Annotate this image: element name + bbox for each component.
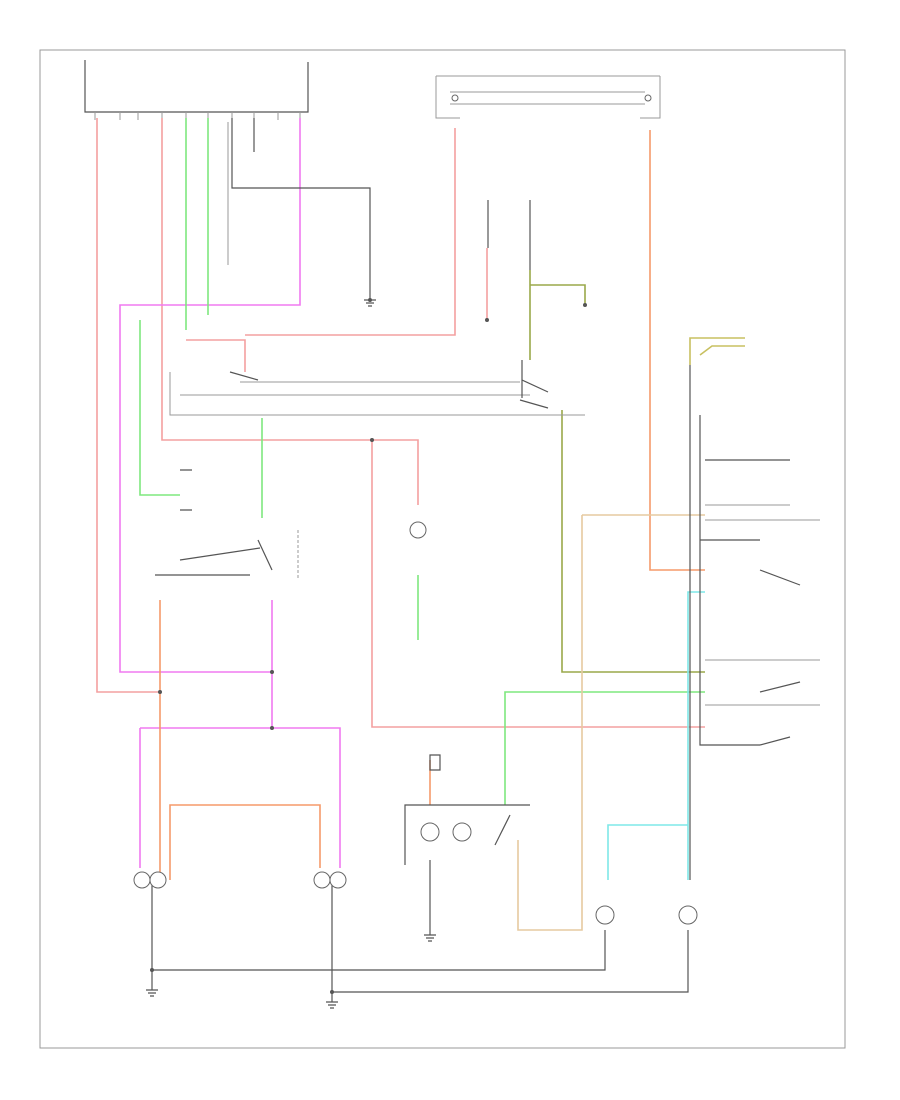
right-headlamp-icon <box>313 871 331 889</box>
diagram-border <box>39 49 846 1049</box>
left-fog-lamp-icon <box>595 905 615 925</box>
wire-pink <box>119 118 301 673</box>
left-headlamp-icon <box>149 871 167 889</box>
wire-red <box>371 440 705 728</box>
wire-green <box>139 320 180 496</box>
right-headlamp-icon <box>329 871 347 889</box>
wire-red <box>161 118 419 505</box>
dimmer-switch-assembly <box>229 371 549 409</box>
wire-olive <box>699 345 745 356</box>
fuse-icon <box>451 94 459 102</box>
wire-olive <box>561 410 705 673</box>
wire-cyan <box>607 824 688 880</box>
headlamp-bulbs <box>133 521 698 925</box>
right-fog-lamp-icon <box>678 905 698 925</box>
top-connector-block <box>84 60 309 120</box>
wire-pink <box>140 727 341 868</box>
indicator-lamp-icon <box>452 822 472 842</box>
flash-to-pass-switches <box>759 569 801 746</box>
wire-red <box>186 339 246 372</box>
fuse-icon <box>644 94 652 102</box>
indicator-lamp-icon <box>420 822 440 842</box>
wire-red <box>245 128 456 336</box>
left-headlamp-icon <box>133 871 151 889</box>
wire-orange <box>649 130 705 571</box>
fuse-panel-bracket <box>435 75 661 119</box>
wire-green <box>504 691 705 805</box>
ground-and-signal-wires <box>151 118 820 1002</box>
wire-group <box>96 118 745 931</box>
wire-olive <box>689 337 745 365</box>
wire-red <box>96 118 160 693</box>
wire-cyan <box>687 591 705 880</box>
wire-tan <box>517 515 583 931</box>
splice-nodes <box>150 298 587 994</box>
headlamp-switch <box>155 469 299 580</box>
wire-olive <box>530 284 586 305</box>
wire-orange <box>169 804 321 880</box>
ground-symbols <box>146 299 436 1009</box>
indicator-module <box>404 754 530 865</box>
indicator-bulb-icon <box>409 521 427 539</box>
